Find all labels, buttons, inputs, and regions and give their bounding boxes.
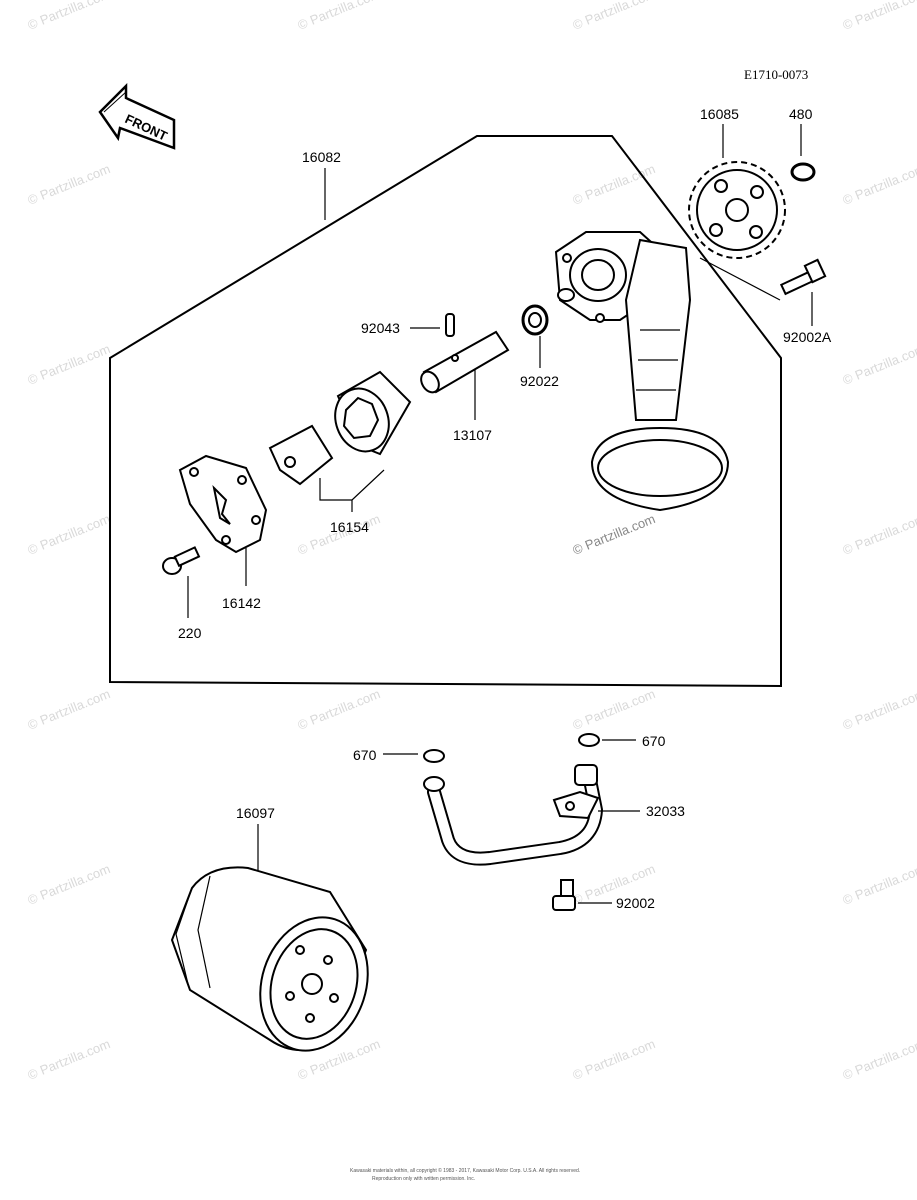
part-label-16142: 16142 — [222, 595, 261, 611]
part-label-92002: 92002 — [616, 895, 655, 911]
watermark: © Partzilla.com — [296, 686, 383, 733]
part-label-16154: 16154 — [330, 519, 369, 535]
part-label-13107: 13107 — [453, 427, 492, 443]
front-arrow-icon: FRONT — [98, 82, 176, 150]
part-label-16097: 16097 — [236, 805, 275, 821]
assembly-outline — [109, 135, 782, 688]
watermark: © Partzilla.com — [26, 686, 113, 733]
watermark: © Partzilla.com — [841, 861, 917, 908]
watermark: © Partzilla.com — [26, 0, 113, 33]
watermark: © Partzilla.com — [26, 511, 113, 558]
watermark: © Partzilla.com — [841, 341, 917, 388]
watermark: © Partzilla.com — [26, 341, 113, 388]
watermark: © Partzilla.com — [841, 1036, 917, 1083]
watermark: © Partzilla.com — [571, 1036, 658, 1083]
part-label-220: 220 — [178, 625, 202, 641]
pin-icon — [445, 313, 455, 337]
leader-92002A-to-housing — [699, 257, 781, 301]
part-label-670-left: 670 — [353, 747, 377, 763]
oil-filter-icon — [170, 866, 369, 1052]
part-label-92002A: 92002A — [783, 329, 832, 345]
watermark: © Partzilla.com — [841, 686, 917, 733]
inner-rotor-icon — [268, 424, 334, 486]
footer-note: Reproduction only with written permissio… — [372, 1176, 475, 1182]
watermark: © Partzilla.com — [26, 861, 113, 908]
part-label-670-right: 670 — [642, 733, 666, 749]
o-ring-icon — [423, 749, 445, 763]
part-label-32033: 32033 — [646, 803, 685, 819]
leader-16154 — [319, 469, 385, 501]
o-ring-icon — [578, 733, 600, 747]
screw-icon — [162, 546, 201, 575]
watermark: © Partzilla.com — [571, 0, 658, 33]
pump-housing-icon — [554, 231, 730, 512]
outer-rotor-icon — [334, 370, 412, 456]
washer-icon — [521, 304, 549, 336]
part-label-92043: 92043 — [361, 320, 400, 336]
part-label-16082: 16082 — [302, 149, 341, 165]
pump-cover-icon — [178, 454, 268, 554]
watermark: © Partzilla.com — [841, 161, 917, 208]
watermark: © Partzilla.com — [26, 161, 113, 208]
watermark-layer: © Partzilla.com © Partzilla.com © Partzi… — [26, 0, 917, 1083]
footer-copyright: Kawasaki materials within, all copyright… — [350, 1167, 580, 1174]
circlip-icon — [790, 162, 816, 182]
watermark: © Partzilla.com — [571, 161, 658, 208]
shaft-icon — [420, 330, 510, 394]
part-label-16085: 16085 — [700, 106, 739, 122]
bolt-icon — [552, 879, 576, 911]
bolt-icon — [779, 258, 827, 296]
part-label-92022: 92022 — [520, 373, 559, 389]
watermark: © Partzilla.com — [841, 511, 917, 558]
part-label-480: 480 — [789, 106, 813, 122]
watermark: © Partzilla.com — [571, 511, 658, 558]
watermark: © Partzilla.com — [841, 0, 917, 33]
watermark: © Partzilla.com — [26, 1036, 113, 1083]
diagram-code: E1710-0073 — [744, 67, 808, 82]
watermark: © Partzilla.com — [296, 0, 383, 33]
gear-icon — [688, 161, 786, 259]
watermark: © Partzilla.com — [571, 686, 658, 733]
oil-pipe-icon — [423, 764, 603, 866]
